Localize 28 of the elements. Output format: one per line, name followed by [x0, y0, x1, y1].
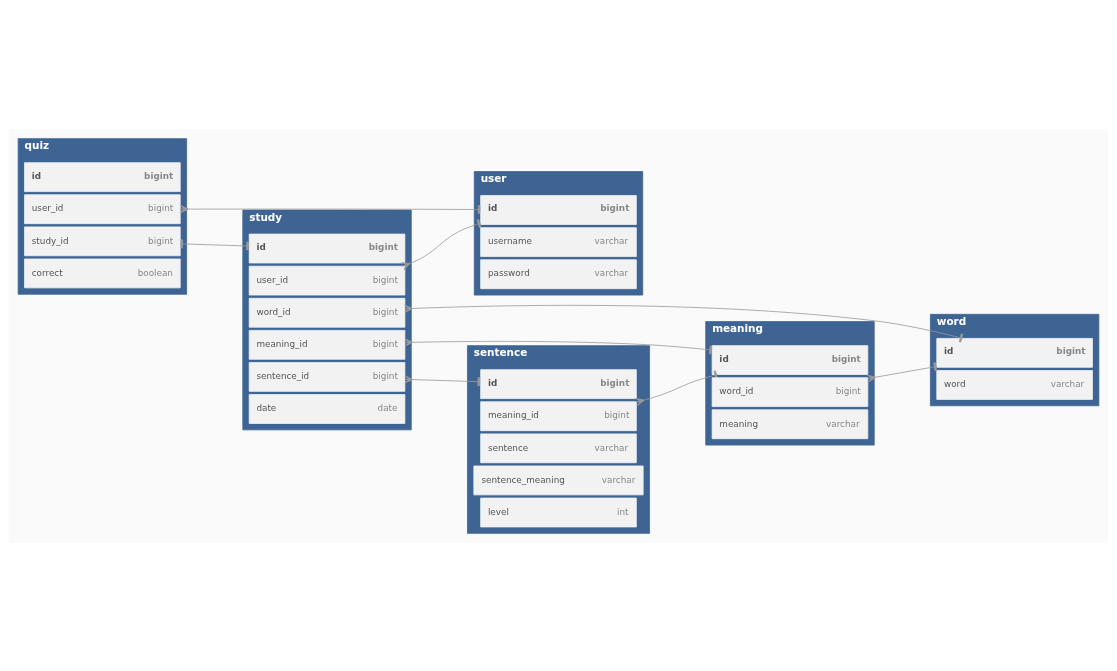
node-box: password varchar: [480, 258, 637, 289]
node-box: sentence varchar: [480, 433, 637, 463]
connector: [401, 218, 482, 270]
node-box: correct boolean: [24, 258, 181, 288]
connector: [179, 238, 250, 250]
connector: [404, 304, 964, 342]
node-box: user_id bigint: [248, 265, 406, 295]
node-box: study_id bigint: [24, 226, 181, 256]
node-box: meaning_id bigint: [248, 329, 406, 360]
node-box: word_id bigint: [711, 376, 869, 407]
node-box: date date: [248, 393, 406, 424]
node-box: word varchar: [936, 369, 1093, 400]
node-box: id bigint: [24, 161, 181, 192]
connector: [866, 361, 938, 383]
node-box: level int: [480, 497, 637, 527]
node-box: id bigint: [480, 194, 637, 225]
node-box: username varchar: [480, 226, 637, 257]
connector: [180, 204, 481, 214]
connector: [635, 370, 718, 406]
node-box: word_id bigint: [248, 297, 406, 328]
node-box: user_id bigint: [24, 193, 181, 224]
connector: [404, 374, 481, 386]
node-box: meaning varchar: [711, 408, 869, 439]
node-box: sentence_meaning varchar: [473, 465, 644, 495]
node-box: meaning_id bigint: [480, 400, 637, 431]
connector: [404, 337, 713, 354]
node-box: id bigint: [480, 368, 637, 399]
node-box: sentence_id bigint: [248, 361, 406, 392]
